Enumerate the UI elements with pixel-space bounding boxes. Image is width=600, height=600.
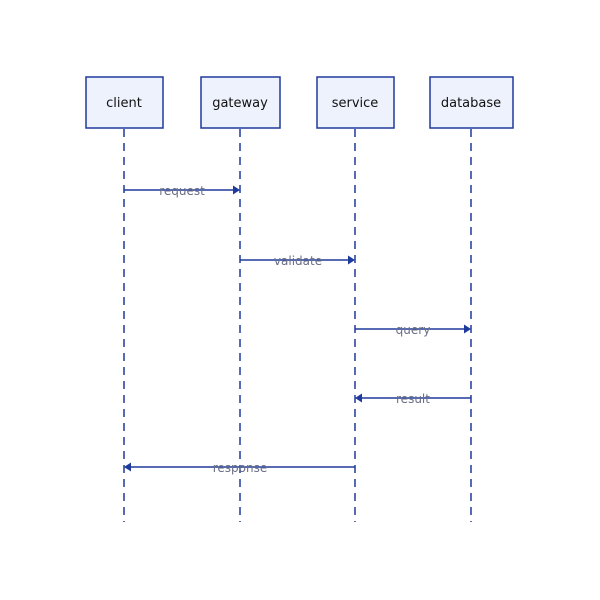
message-label-query: query (396, 323, 431, 337)
message-query: query (355, 323, 471, 337)
message-label-validate: validate (274, 254, 322, 268)
arrowhead-response (124, 462, 131, 472)
arrowhead-request (233, 185, 240, 195)
actor-label-database: database (441, 96, 501, 111)
actor-box-client (85, 76, 164, 129)
arrowhead-result (355, 393, 362, 403)
actor-database: database (429, 76, 514, 129)
actor-client: client (85, 76, 164, 129)
message-label-result: result (396, 392, 430, 406)
actor-service: service (316, 76, 395, 129)
actor-label-service: service (332, 96, 379, 111)
actor-box-database (429, 76, 514, 129)
actor-gateway: gateway (200, 76, 281, 129)
actor-box-service (316, 76, 395, 129)
message-label-request: request (159, 184, 205, 198)
message-result: result (355, 392, 471, 406)
arrowhead-query (464, 324, 471, 334)
actor-box-gateway (200, 76, 281, 129)
message-response: response (124, 461, 355, 475)
actor-label-client: client (106, 96, 142, 111)
message-request: request (124, 184, 240, 198)
message-label-response: response (213, 461, 268, 475)
arrowhead-validate (348, 255, 355, 265)
message-validate: validate (240, 254, 355, 268)
actor-label-gateway: gateway (212, 96, 268, 111)
